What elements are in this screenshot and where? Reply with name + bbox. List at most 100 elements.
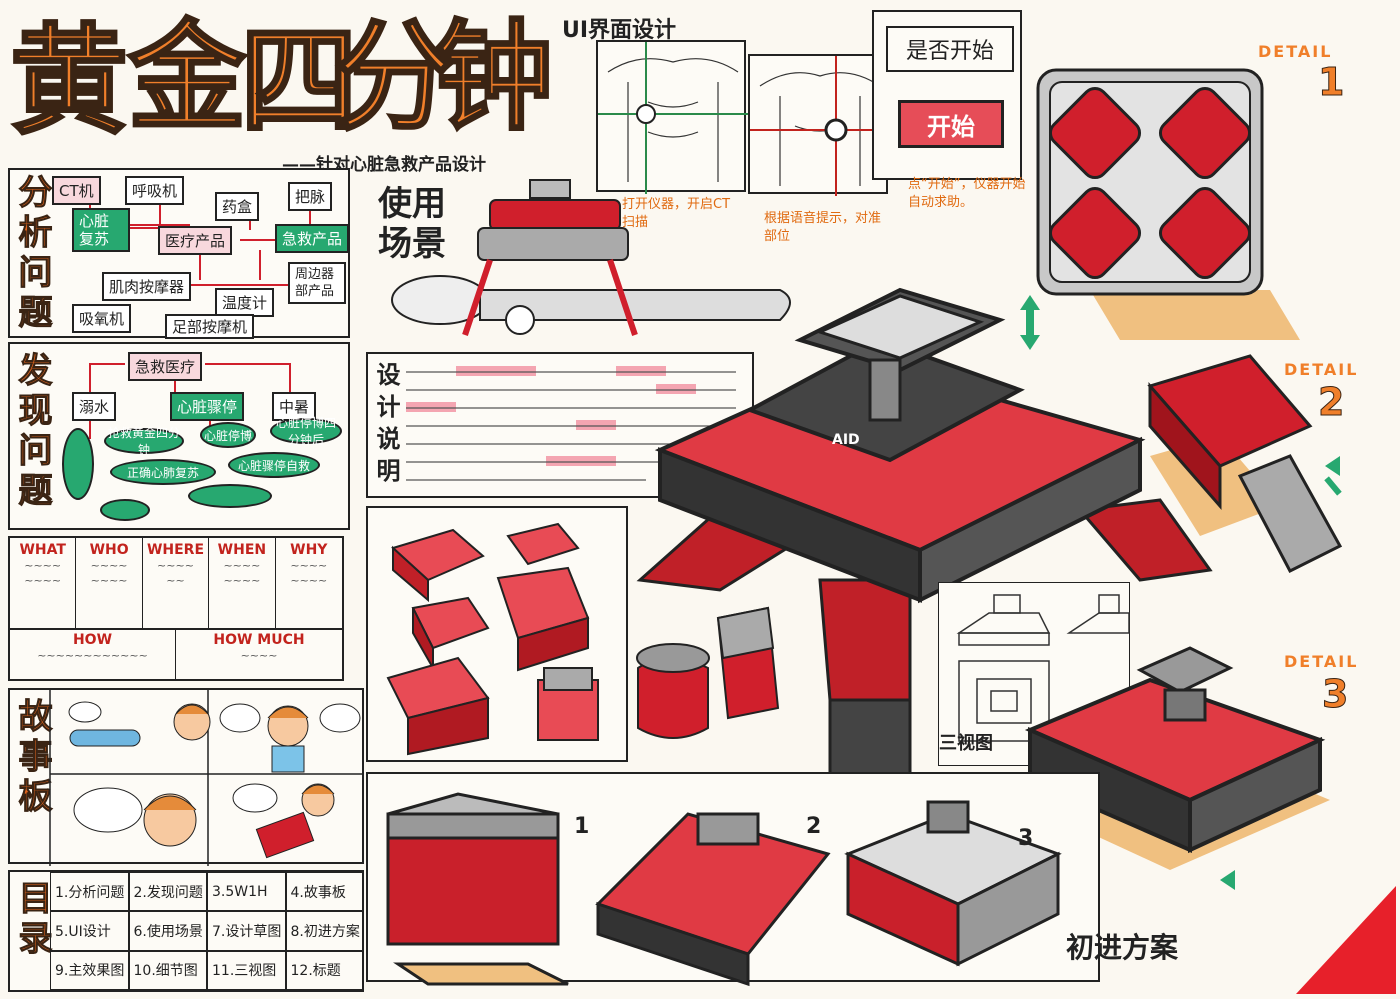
toc-item[interactable]: 9.主效果图 bbox=[50, 950, 129, 990]
w5-cell-where: ~~~~~~ bbox=[157, 559, 194, 587]
prelim-num-1: 1 bbox=[574, 814, 590, 839]
discover-oval-5: 心脏骤停自救 bbox=[228, 452, 320, 478]
w5-cell-what: ~~~~~~~~ bbox=[24, 559, 62, 587]
toc-item[interactable]: 4.故事板 bbox=[285, 872, 364, 912]
ui-screen-1 bbox=[596, 40, 748, 194]
analysis-item-firstaid: 急救产品 bbox=[275, 224, 350, 253]
discover-panel: 发现问题 急救医疗 溺水 心脏骤停 中暑 抢救黄金四分钟 心脏停博 心脏停博四分… bbox=[8, 342, 350, 530]
analysis-item-medical: 医疗产品 bbox=[158, 226, 233, 255]
detail-1-label: DETAIL bbox=[1258, 42, 1333, 61]
w5-cell-who: ~~~~~~~~ bbox=[90, 559, 128, 587]
title-char-5: 钟 bbox=[433, 8, 554, 146]
prelim-renders bbox=[386, 792, 1062, 987]
analysis-item-cpr: 心脏复苏 bbox=[72, 208, 130, 252]
detail-2-num: 2 bbox=[1317, 380, 1345, 425]
discover-oval-2: 心脏停博 bbox=[200, 422, 256, 448]
w5-col-why: WHY~~~~~~~~ bbox=[276, 538, 342, 628]
prelim-panel: 1 2 3 bbox=[366, 772, 1100, 987]
w5-col-when: WHEN~~~~~~~~ bbox=[209, 538, 276, 628]
detail-2-label: DETAIL bbox=[1284, 360, 1359, 379]
analysis-panel: 分析问题 CT机 呼吸机 心脏复苏 医疗产品 药盒 把脉 急救产品 肌肉按摩器 … bbox=[8, 168, 350, 339]
toc-panel: 目录 1.分析问题 2.发现问题 3.5W1H 4.故事板 5.UI设计 6.使… bbox=[8, 870, 364, 992]
sketch-panel bbox=[366, 506, 780, 762]
title-char-2: 金 bbox=[126, 8, 247, 146]
toc-item[interactable]: 1.分析问题 bbox=[50, 872, 129, 912]
ui-note-1: 打开仪器，开启CT扫描 bbox=[622, 197, 731, 230]
ui-screen-3: 是否开始 开始 bbox=[872, 10, 1022, 180]
design-text-panel: 设计说明 bbox=[366, 352, 754, 498]
ui-body-scan-2 bbox=[750, 56, 890, 196]
discover-center: 急救医疗 bbox=[128, 352, 203, 381]
detail-2-image bbox=[1147, 354, 1343, 573]
analysis-label: 分析问题 bbox=[12, 174, 53, 335]
main-product-render bbox=[636, 287, 1213, 792]
w5h-panel: WHAT~~~~~~~~ WHO~~~~~~~~ WHERE~~~~~~ WHE… bbox=[8, 536, 344, 681]
discover-oval-4: 正确心肺复苏 bbox=[110, 459, 216, 485]
prelim-num-2: 2 bbox=[806, 814, 822, 839]
analysis-item-oxygen: 吸氧机 bbox=[72, 304, 132, 333]
analysis-item-massager: 肌肉按摩器 bbox=[102, 272, 192, 301]
analysis-item-pillbox: 药盒 bbox=[215, 192, 260, 221]
title-char-4: 分 bbox=[333, 8, 454, 146]
analysis-item-ct: CT机 bbox=[52, 176, 101, 205]
ui-title: UI界面设计 bbox=[562, 18, 677, 43]
analysis-item-pulse: 把脉 bbox=[288, 182, 333, 211]
w5-col-who: WHO~~~~~~~~ bbox=[76, 538, 143, 628]
discover-oval-7 bbox=[100, 499, 150, 521]
usage-scene-illustration bbox=[391, 179, 791, 336]
detail-1-num: 1 bbox=[1317, 60, 1345, 105]
toc-grid: 1.分析问题 2.发现问题 3.5W1H 4.故事板 5.UI设计 6.使用场景… bbox=[50, 872, 364, 990]
toc-item[interactable]: 2.发现问题 bbox=[128, 872, 207, 912]
w5-cell-why: ~~~~~~~~ bbox=[290, 559, 328, 587]
sketch-variants bbox=[386, 522, 780, 756]
ui-prompt: 是否开始 bbox=[886, 26, 1014, 72]
toc-item[interactable]: 10.细节图 bbox=[128, 950, 207, 990]
analysis-item-thermometer: 温度计 bbox=[215, 288, 275, 317]
usage-title: 使用场景 bbox=[378, 184, 446, 264]
threeview-label: 三视图 bbox=[939, 733, 993, 754]
toc-item[interactable]: 7.设计草图 bbox=[207, 911, 286, 951]
analysis-item-peripheral: 周边器部产品 bbox=[288, 262, 346, 304]
threeview-drawings bbox=[956, 594, 1130, 742]
analysis-item-foot: 足部按摩机 bbox=[165, 314, 255, 339]
ui-start-button[interactable]: 开始 bbox=[898, 100, 1004, 148]
detail-3-num: 3 bbox=[1321, 672, 1349, 717]
detail-3-label: DETAIL bbox=[1284, 652, 1359, 671]
toc-item[interactable]: 11.三视图 bbox=[207, 950, 286, 990]
discover-oval-3: 心脏停博四分钟后 bbox=[270, 416, 342, 447]
toc-item[interactable]: 5.UI设计 bbox=[50, 911, 129, 951]
prelim-num-3: 3 bbox=[1018, 826, 1034, 851]
ui-note-2: 根据语音提示，对准部位 bbox=[764, 211, 882, 244]
how-grid: HOW~~~~~~~~~~~~ HOW MUCH~~~~ bbox=[10, 630, 342, 681]
detail-3-image bbox=[1010, 646, 1330, 890]
ui-note-3: 点“开始”，仪器开始自动求助。 bbox=[908, 177, 1026, 210]
discover-oval-1: 抢救黄金四分钟 bbox=[104, 426, 184, 457]
discover-label: 发现问题 bbox=[12, 352, 53, 513]
toc-item[interactable]: 6.使用场景 bbox=[128, 911, 207, 951]
corner-triangle bbox=[1296, 886, 1396, 994]
discover-branch-cardiac: 心脏骤停 bbox=[170, 392, 245, 421]
storyboard-frames bbox=[49, 690, 364, 866]
w5-col-what: WHAT~~~~~~~~ bbox=[10, 538, 77, 628]
design-text-label: 设计说明 bbox=[372, 362, 400, 490]
design-text-lines bbox=[406, 366, 736, 481]
how-much-col: HOW MUCH~~~~ bbox=[213, 632, 305, 662]
w5-cell-when: ~~~~~~~~ bbox=[223, 559, 261, 587]
ui-body-scan-1 bbox=[598, 42, 748, 194]
how-col: HOW~~~~~~~~~~~~ bbox=[10, 630, 176, 681]
detail-1-image bbox=[1036, 68, 1300, 340]
storyboard-label: 故事板 bbox=[12, 698, 53, 819]
toc-item[interactable]: 3.5W1H bbox=[207, 872, 286, 912]
discover-side-oval bbox=[62, 428, 94, 500]
prelim-label: 初进方案 bbox=[1066, 931, 1179, 964]
title-char-3: 四 bbox=[238, 12, 359, 150]
toc-item[interactable]: 8.初进方案 bbox=[285, 911, 364, 951]
discover-branch-drowning: 溺水 bbox=[72, 392, 117, 421]
storyboard-panel: 故事板 bbox=[8, 688, 364, 866]
toc-label: 目录 bbox=[12, 880, 53, 961]
title-char-1: 黄 bbox=[8, 12, 129, 150]
w5-grid: WHAT~~~~~~~~ WHO~~~~~~~~ WHERE~~~~~~ WHE… bbox=[10, 538, 342, 630]
discover-oval-6 bbox=[188, 484, 272, 508]
toc-item[interactable]: 12.标题 bbox=[285, 950, 364, 990]
w5-col-where: WHERE~~~~~~ bbox=[143, 538, 210, 628]
